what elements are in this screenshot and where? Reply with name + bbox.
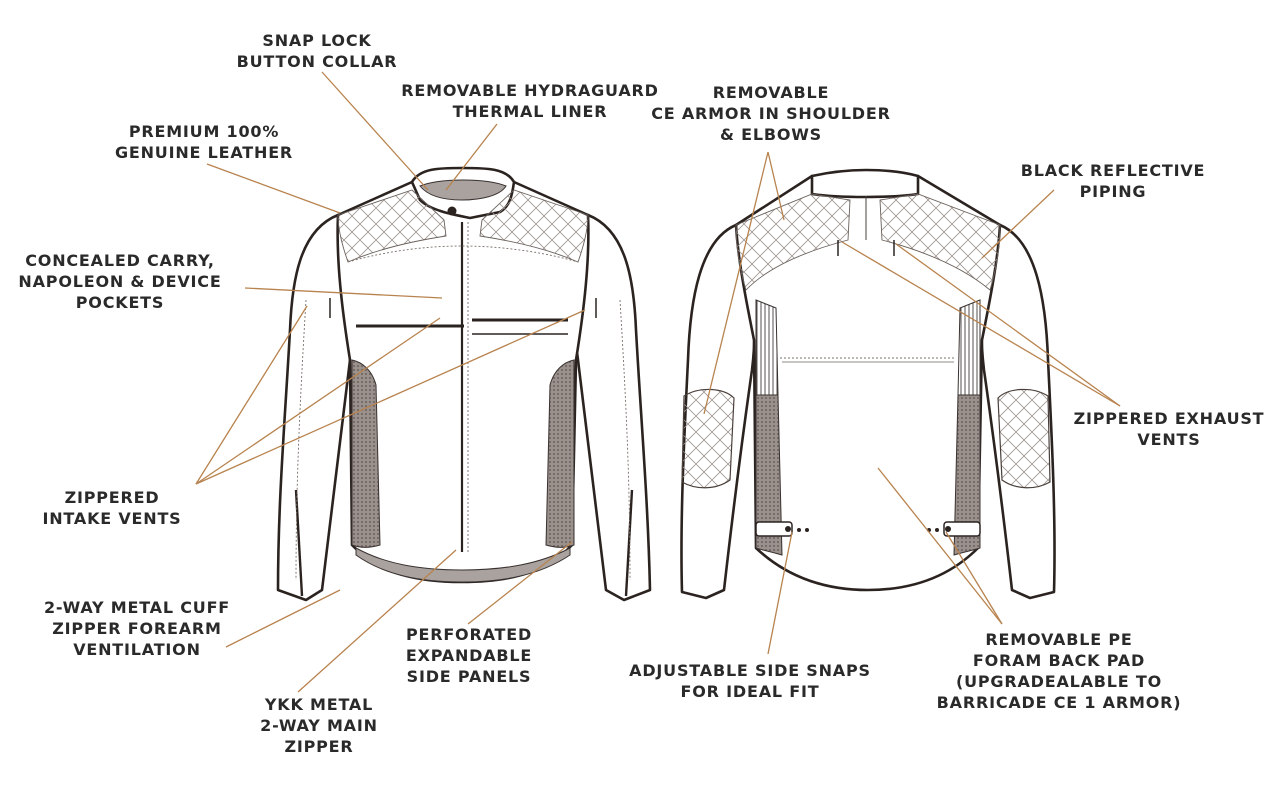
label-genuine-leather: PREMIUM 100% GENUINE LEATHER (114, 122, 294, 162)
label-intake-vents: ZIPPERED INTAKE VENTS (42, 488, 182, 528)
label-ce-armor: REMOVABLE CE ARMOR IN SHOULDER & ELBOWS (651, 83, 891, 144)
leader-lines (195, 71, 1121, 693)
back-jacket (680, 168, 1056, 600)
label-hydraguard-liner: REMOVABLE HYDRAGUARD THERMAL LINER (401, 81, 659, 121)
label-back-pad: REMOVABLE PE FORAM BACK PAD (UPGRADEALAB… (936, 630, 1182, 712)
label-snap-lock-collar: SNAP LOCK BUTTON COLLAR (236, 31, 398, 71)
front-jacket (276, 166, 652, 602)
label-pockets: CONCEALED CARRY, NAPOLEON & DEVICE POCKE… (18, 251, 222, 312)
label-ykk-zipper: YKK METAL 2-WAY MAIN ZIPPER (260, 695, 378, 756)
label-perforated-panels: PERFORATED EXPANDABLE SIDE PANELS (405, 625, 533, 686)
label-reflective-piping: BLACK REFLECTIVE PIPING (1020, 161, 1206, 201)
label-cuff-zipper: 2-WAY METAL CUFF ZIPPER FOREARM VENTILAT… (43, 598, 231, 659)
label-side-snaps: ADJUSTABLE SIDE SNAPS FOR IDEAL FIT (629, 661, 871, 701)
label-exhaust-vents: ZIPPERED EXHAUST VENTS (1073, 409, 1265, 449)
